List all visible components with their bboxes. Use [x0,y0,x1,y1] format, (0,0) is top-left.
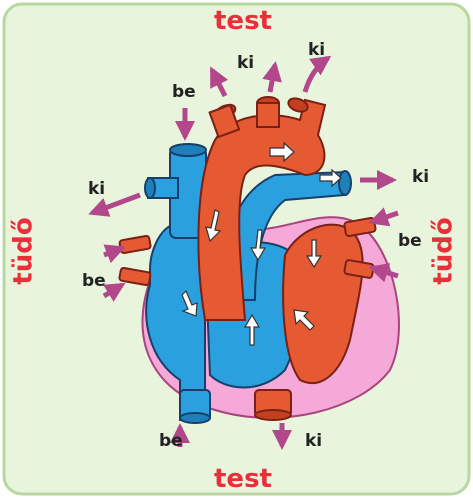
label-out-left: ki [88,181,105,198]
label-lung-right: tüdő [431,217,457,284]
label-in-right: be [398,233,422,250]
label-out-top-left: ki [237,55,254,72]
label-out-right: ki [412,169,429,186]
label-body-bottom: test [214,466,272,492]
label-in-bottom: be [159,433,183,450]
label-out-top-right: ki [308,42,325,59]
label-body-top: test [214,8,272,34]
label-lung-left: tüdő [11,217,37,284]
label-in-top: be [172,84,196,101]
label-out-bottom: ki [305,433,322,450]
label-in-left: be [82,273,106,290]
